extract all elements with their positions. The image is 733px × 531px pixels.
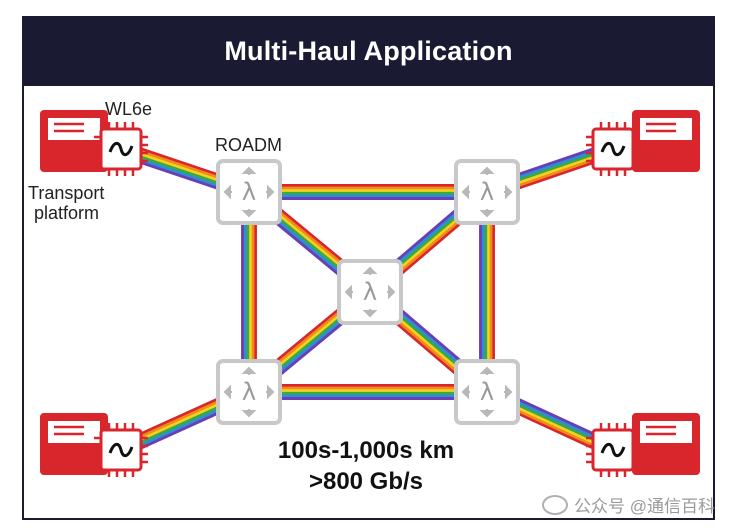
link-bottom (249, 384, 487, 400)
wl6e-module-icon (92, 421, 150, 479)
watermark-text: 公众号 @通信百科 (574, 497, 715, 516)
wechat-icon (542, 494, 569, 515)
link-right (479, 192, 495, 392)
wl6e-module-icon (92, 120, 150, 178)
rate-spec: >800 Gb/s (308, 468, 424, 495)
roadm-node-tr: λ (454, 159, 520, 225)
transport-label-line2: platform (34, 203, 100, 223)
lambda-symbol: λ (480, 178, 494, 206)
watermark: 公众号 @通信百科 (542, 492, 715, 517)
roadm-node-br: λ (454, 359, 520, 425)
wl6e-module-icon (584, 421, 642, 479)
lambda-symbol: λ (480, 378, 494, 406)
roadm-node-bl: λ (216, 359, 282, 425)
transport-platform-icon (630, 411, 702, 477)
roadm-node-c: λ (337, 259, 403, 325)
roadm-node-tl: λ (216, 159, 282, 225)
module-label: WL6e (105, 99, 153, 119)
endpoint-bl (38, 411, 150, 479)
transport-platform-icon (38, 108, 110, 174)
endpoint-br (584, 411, 702, 479)
link-top (249, 184, 487, 200)
lambda-symbol: λ (363, 278, 377, 306)
lambda-symbol: λ (242, 378, 256, 406)
diagram-title: Multi-Haul Application (22, 16, 715, 86)
roadm-label: ROADM (215, 135, 282, 155)
wl6e-module-icon (584, 120, 642, 178)
distance-spec: 100s-1,000s km (277, 437, 455, 464)
endpoint-tr (584, 108, 702, 178)
transport-platform-icon (38, 411, 110, 477)
link-left (241, 192, 257, 392)
transport-platform-icon (630, 108, 702, 174)
roadm-nodes: λ λ λ λ λ (216, 159, 520, 425)
lambda-symbol: λ (242, 178, 256, 206)
transport-label-line1: Transport (28, 183, 105, 203)
